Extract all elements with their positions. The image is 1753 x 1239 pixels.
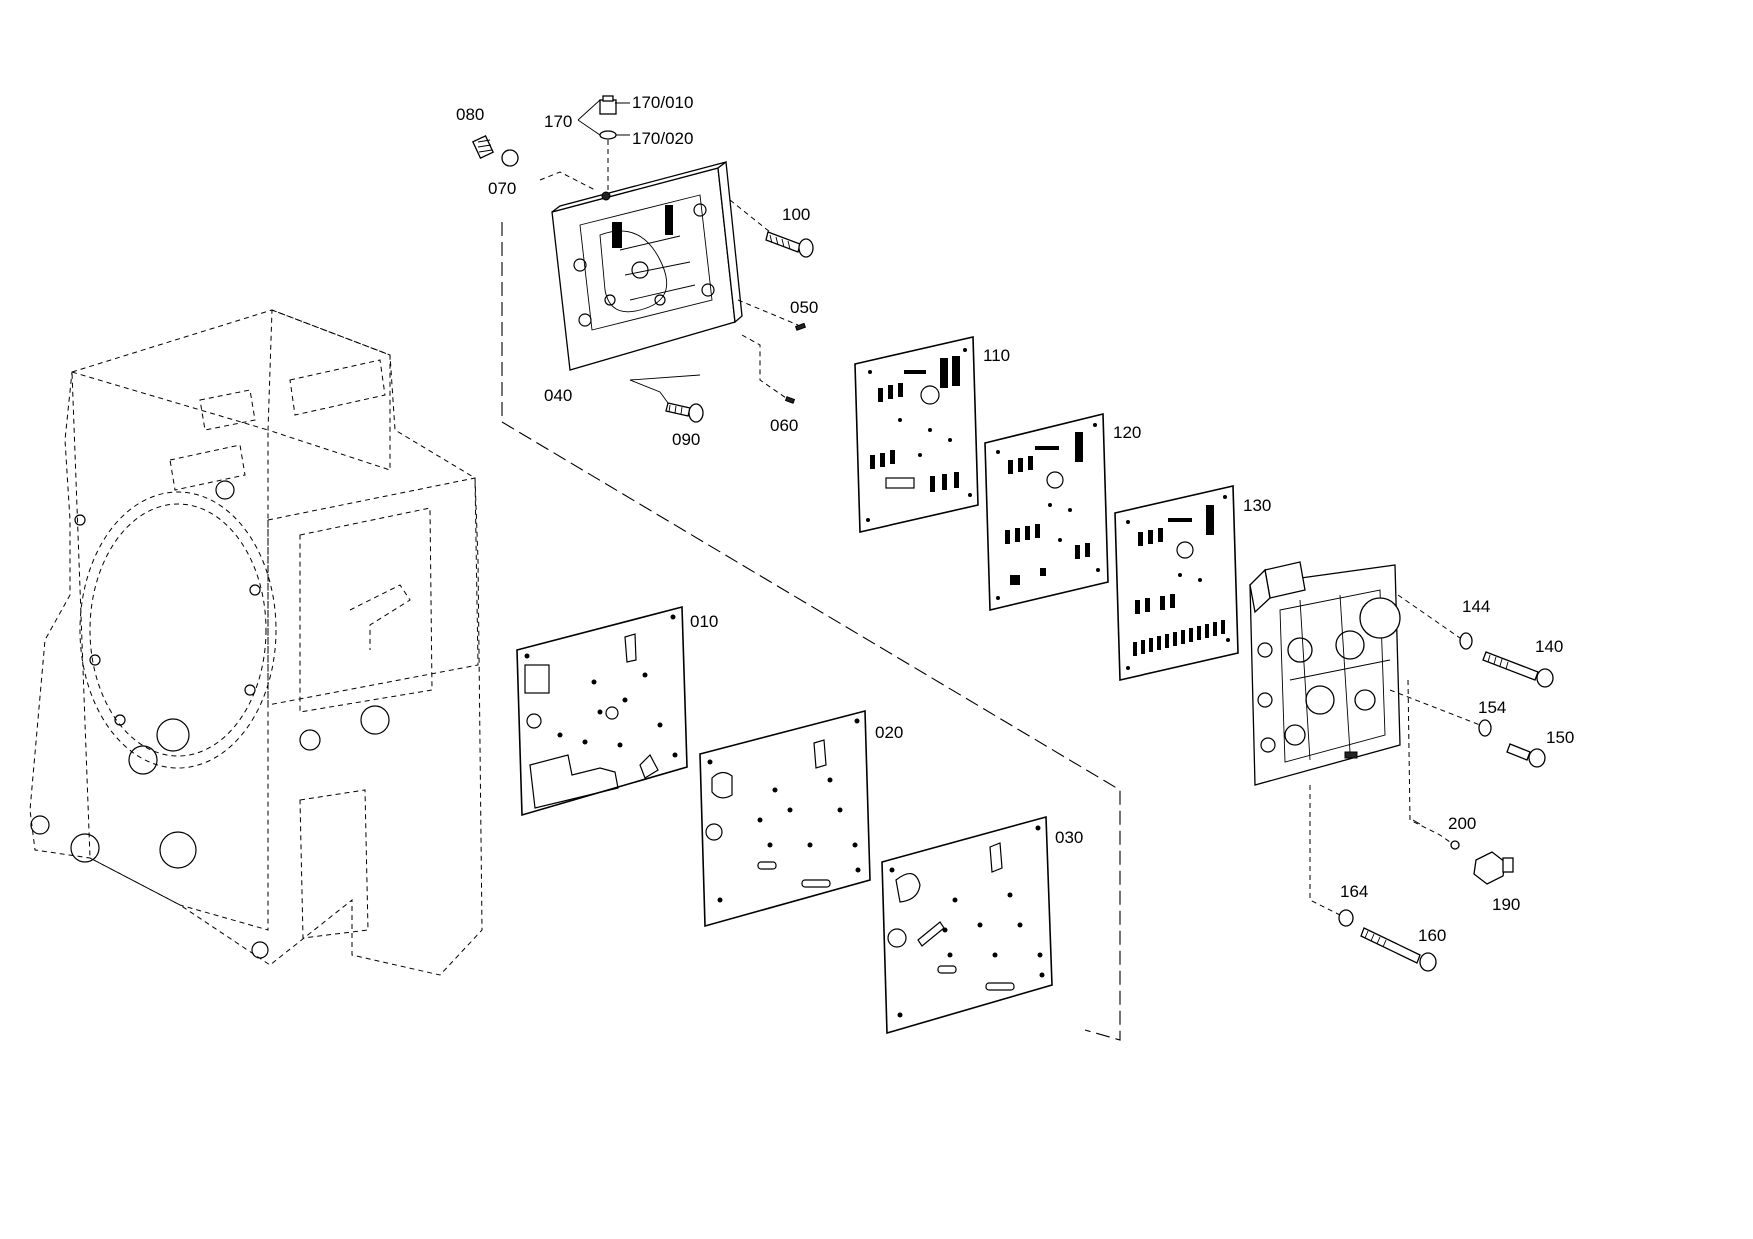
- label-160: 160: [1418, 926, 1446, 945]
- label-050: 050: [790, 298, 818, 317]
- label-110: 110: [983, 346, 1010, 365]
- screw-170-010: [599, 95, 617, 115]
- bolt-140: [1482, 651, 1554, 688]
- bolt-100: [765, 231, 814, 258]
- plug-080: [471, 135, 495, 159]
- label-140: 140: [1535, 637, 1563, 656]
- label-150: 150: [1546, 728, 1574, 747]
- plate-130: [1114, 485, 1239, 681]
- pin-200: [1450, 840, 1460, 850]
- plug-190: [1473, 851, 1514, 885]
- plate-110: [854, 336, 979, 533]
- seal-ring-170-020: [599, 130, 617, 140]
- label-164: 164: [1340, 882, 1368, 901]
- label-144: 144: [1462, 597, 1490, 616]
- label-010: 010: [690, 612, 718, 631]
- transmission-housing: [29, 309, 483, 976]
- label-170-020: 170/020: [632, 129, 693, 148]
- label-154: 154: [1478, 698, 1506, 717]
- label-030: 030: [1055, 828, 1083, 847]
- label-190: 190: [1492, 895, 1520, 914]
- bolt-090: [665, 402, 704, 423]
- washer-154: [1478, 719, 1492, 737]
- washer-164: [1338, 909, 1354, 927]
- label-080: 080: [456, 105, 484, 124]
- label-170-010: 170/010: [632, 93, 693, 112]
- plate-030: [881, 815, 1053, 1035]
- ball-070: [501, 149, 519, 167]
- plate-010: [516, 605, 688, 817]
- label-120: 120: [1113, 423, 1141, 442]
- plate-020: [699, 709, 871, 928]
- label-130: 130: [1243, 496, 1271, 515]
- label-020: 020: [875, 723, 903, 742]
- label-040: 040: [544, 386, 572, 405]
- label-090: 090: [672, 430, 700, 449]
- washer-144: [1459, 632, 1473, 650]
- plate-120: [984, 412, 1109, 612]
- label-070: 070: [488, 179, 516, 198]
- bolt-160: [1360, 927, 1437, 972]
- label-170: 170: [544, 112, 572, 131]
- valve-housing-right: [1249, 561, 1401, 786]
- label-100: 100: [782, 205, 810, 224]
- label-200: 200: [1448, 814, 1476, 833]
- pin-050: [794, 322, 807, 331]
- part-labels: 080 070 170 170/010 170/020 100 050 040 …: [456, 93, 1574, 945]
- slot-row-130: [1133, 620, 1225, 656]
- bolt-150: [1506, 743, 1546, 768]
- valve-body-040: [551, 160, 743, 371]
- pin-060: [784, 396, 796, 404]
- label-060: 060: [770, 416, 798, 435]
